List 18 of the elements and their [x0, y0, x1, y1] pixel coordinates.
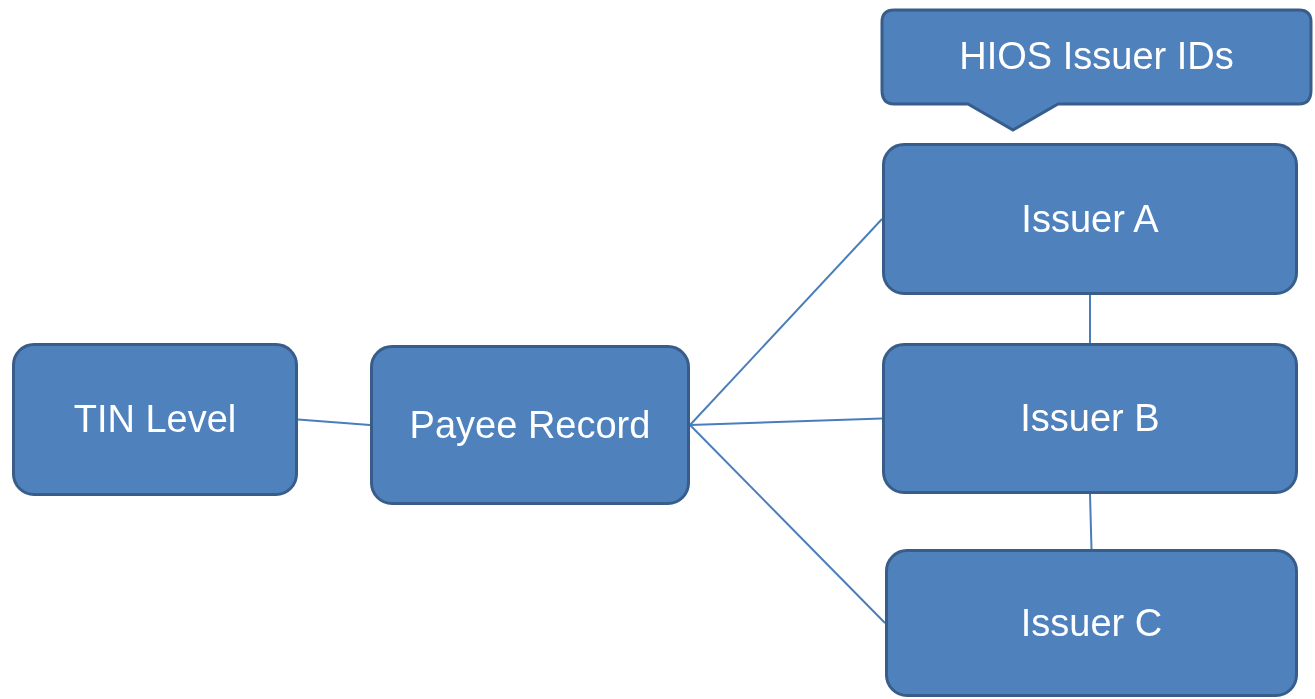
connector-line: [689, 424, 886, 624]
box-label: Payee Record: [409, 403, 651, 447]
callout-text: HIOS Issuer IDs: [959, 34, 1234, 78]
process-box: [370, 345, 690, 505]
connector-line: [689, 218, 883, 426]
process-box: [885, 549, 1298, 697]
connector-line: [1089, 493, 1093, 550]
connector-line: [689, 417, 883, 426]
process-box: [882, 343, 1298, 494]
process-box: [12, 343, 298, 496]
connector-line: [297, 418, 371, 426]
process-box: [882, 143, 1298, 295]
box-label: Issuer B: [1020, 397, 1160, 440]
box-label: Issuer C: [1020, 601, 1163, 645]
box-label: TIN Level: [73, 398, 237, 441]
callout-shape: [880, 8, 1313, 132]
connector-line: [1089, 294, 1091, 344]
box-label: Issuer A: [1021, 197, 1159, 241]
